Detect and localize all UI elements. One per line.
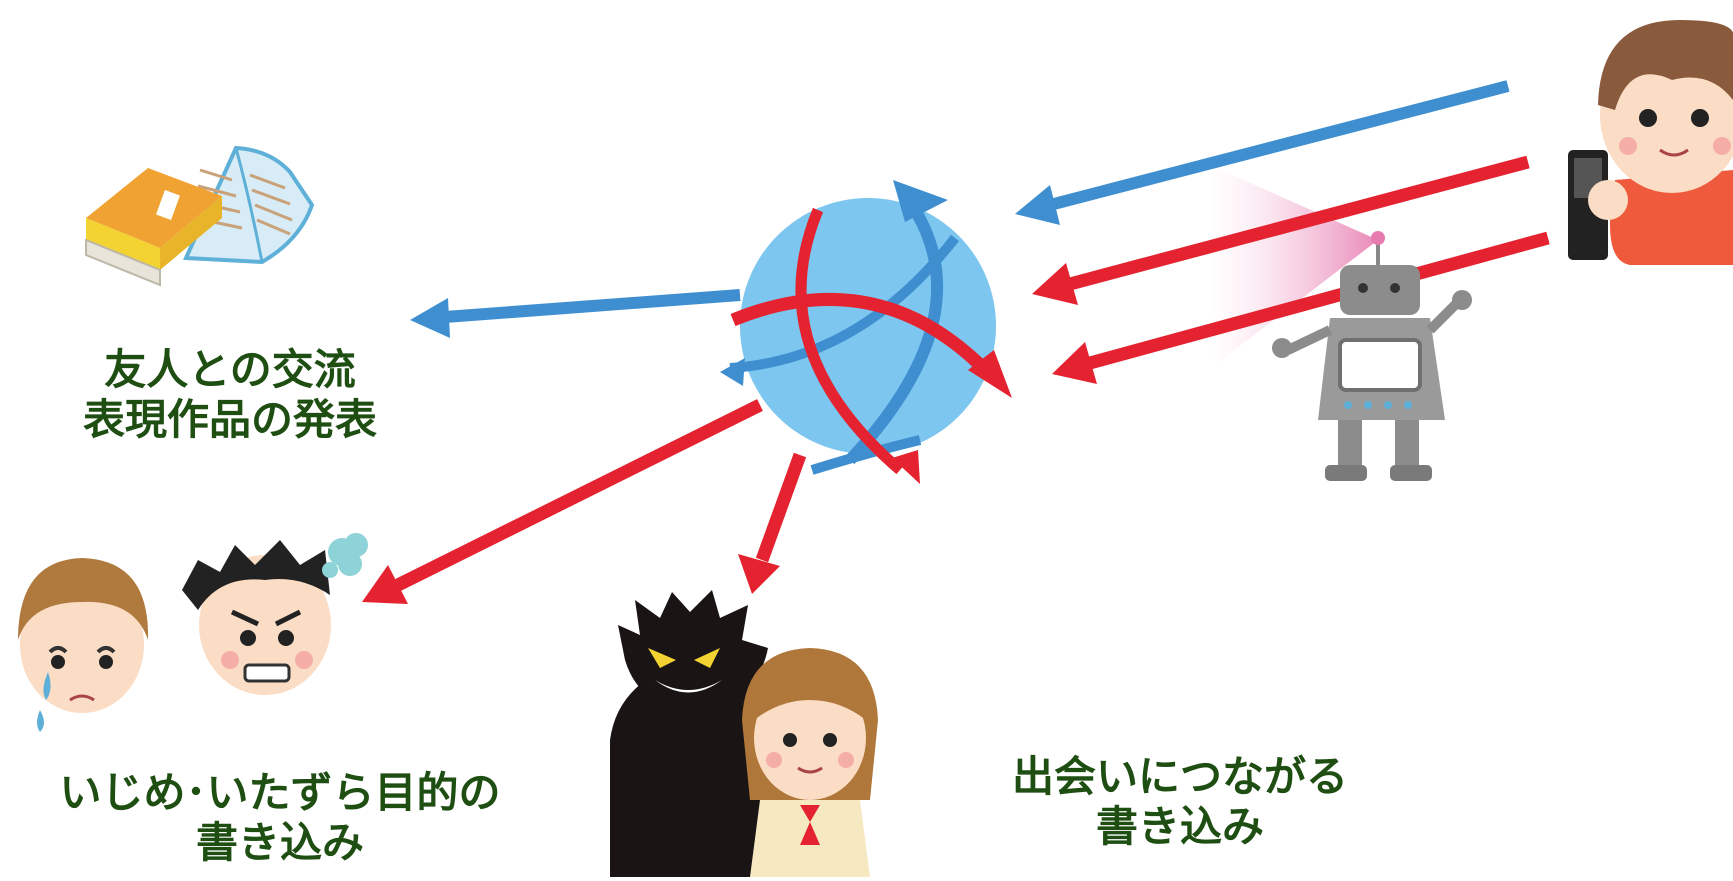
friends-label-line-1: 友人との交流 xyxy=(104,345,356,394)
schoolgirl-icon xyxy=(742,648,878,877)
bullying-label-line-1: いじめ･いたずら目的の xyxy=(59,768,501,817)
friends-label-line-2: 表現作品の発表 xyxy=(82,395,377,444)
blue-arrow-incoming xyxy=(1015,80,1510,225)
bullying-label: いじめ･いたずら目的の 書き込み xyxy=(20,768,540,868)
bullying-label-line-2: 書き込み xyxy=(195,818,364,867)
angry-boy-icon xyxy=(182,533,368,695)
red-arrow-meeting xyxy=(738,452,807,594)
red-arrow-incoming-2 xyxy=(1052,231,1550,384)
sad-boy-icon xyxy=(18,558,149,732)
blue-arrow-outgoing xyxy=(410,289,741,338)
books-icon xyxy=(85,145,315,287)
red-arrow-bullying xyxy=(362,399,763,604)
globe-icon xyxy=(720,180,1012,484)
red-arrow-incoming-1 xyxy=(1032,155,1530,305)
meeting-label: 出会いにつながる 書き込み xyxy=(960,752,1400,852)
meeting-label-line-2: 書き込み xyxy=(1095,802,1264,851)
robot-icon xyxy=(1272,231,1472,481)
friends-label: 友人との交流 表現作品の発表 xyxy=(40,345,420,445)
smartphone-user-icon xyxy=(1568,20,1733,265)
meeting-label-line-1: 出会いにつながる xyxy=(1011,752,1348,801)
